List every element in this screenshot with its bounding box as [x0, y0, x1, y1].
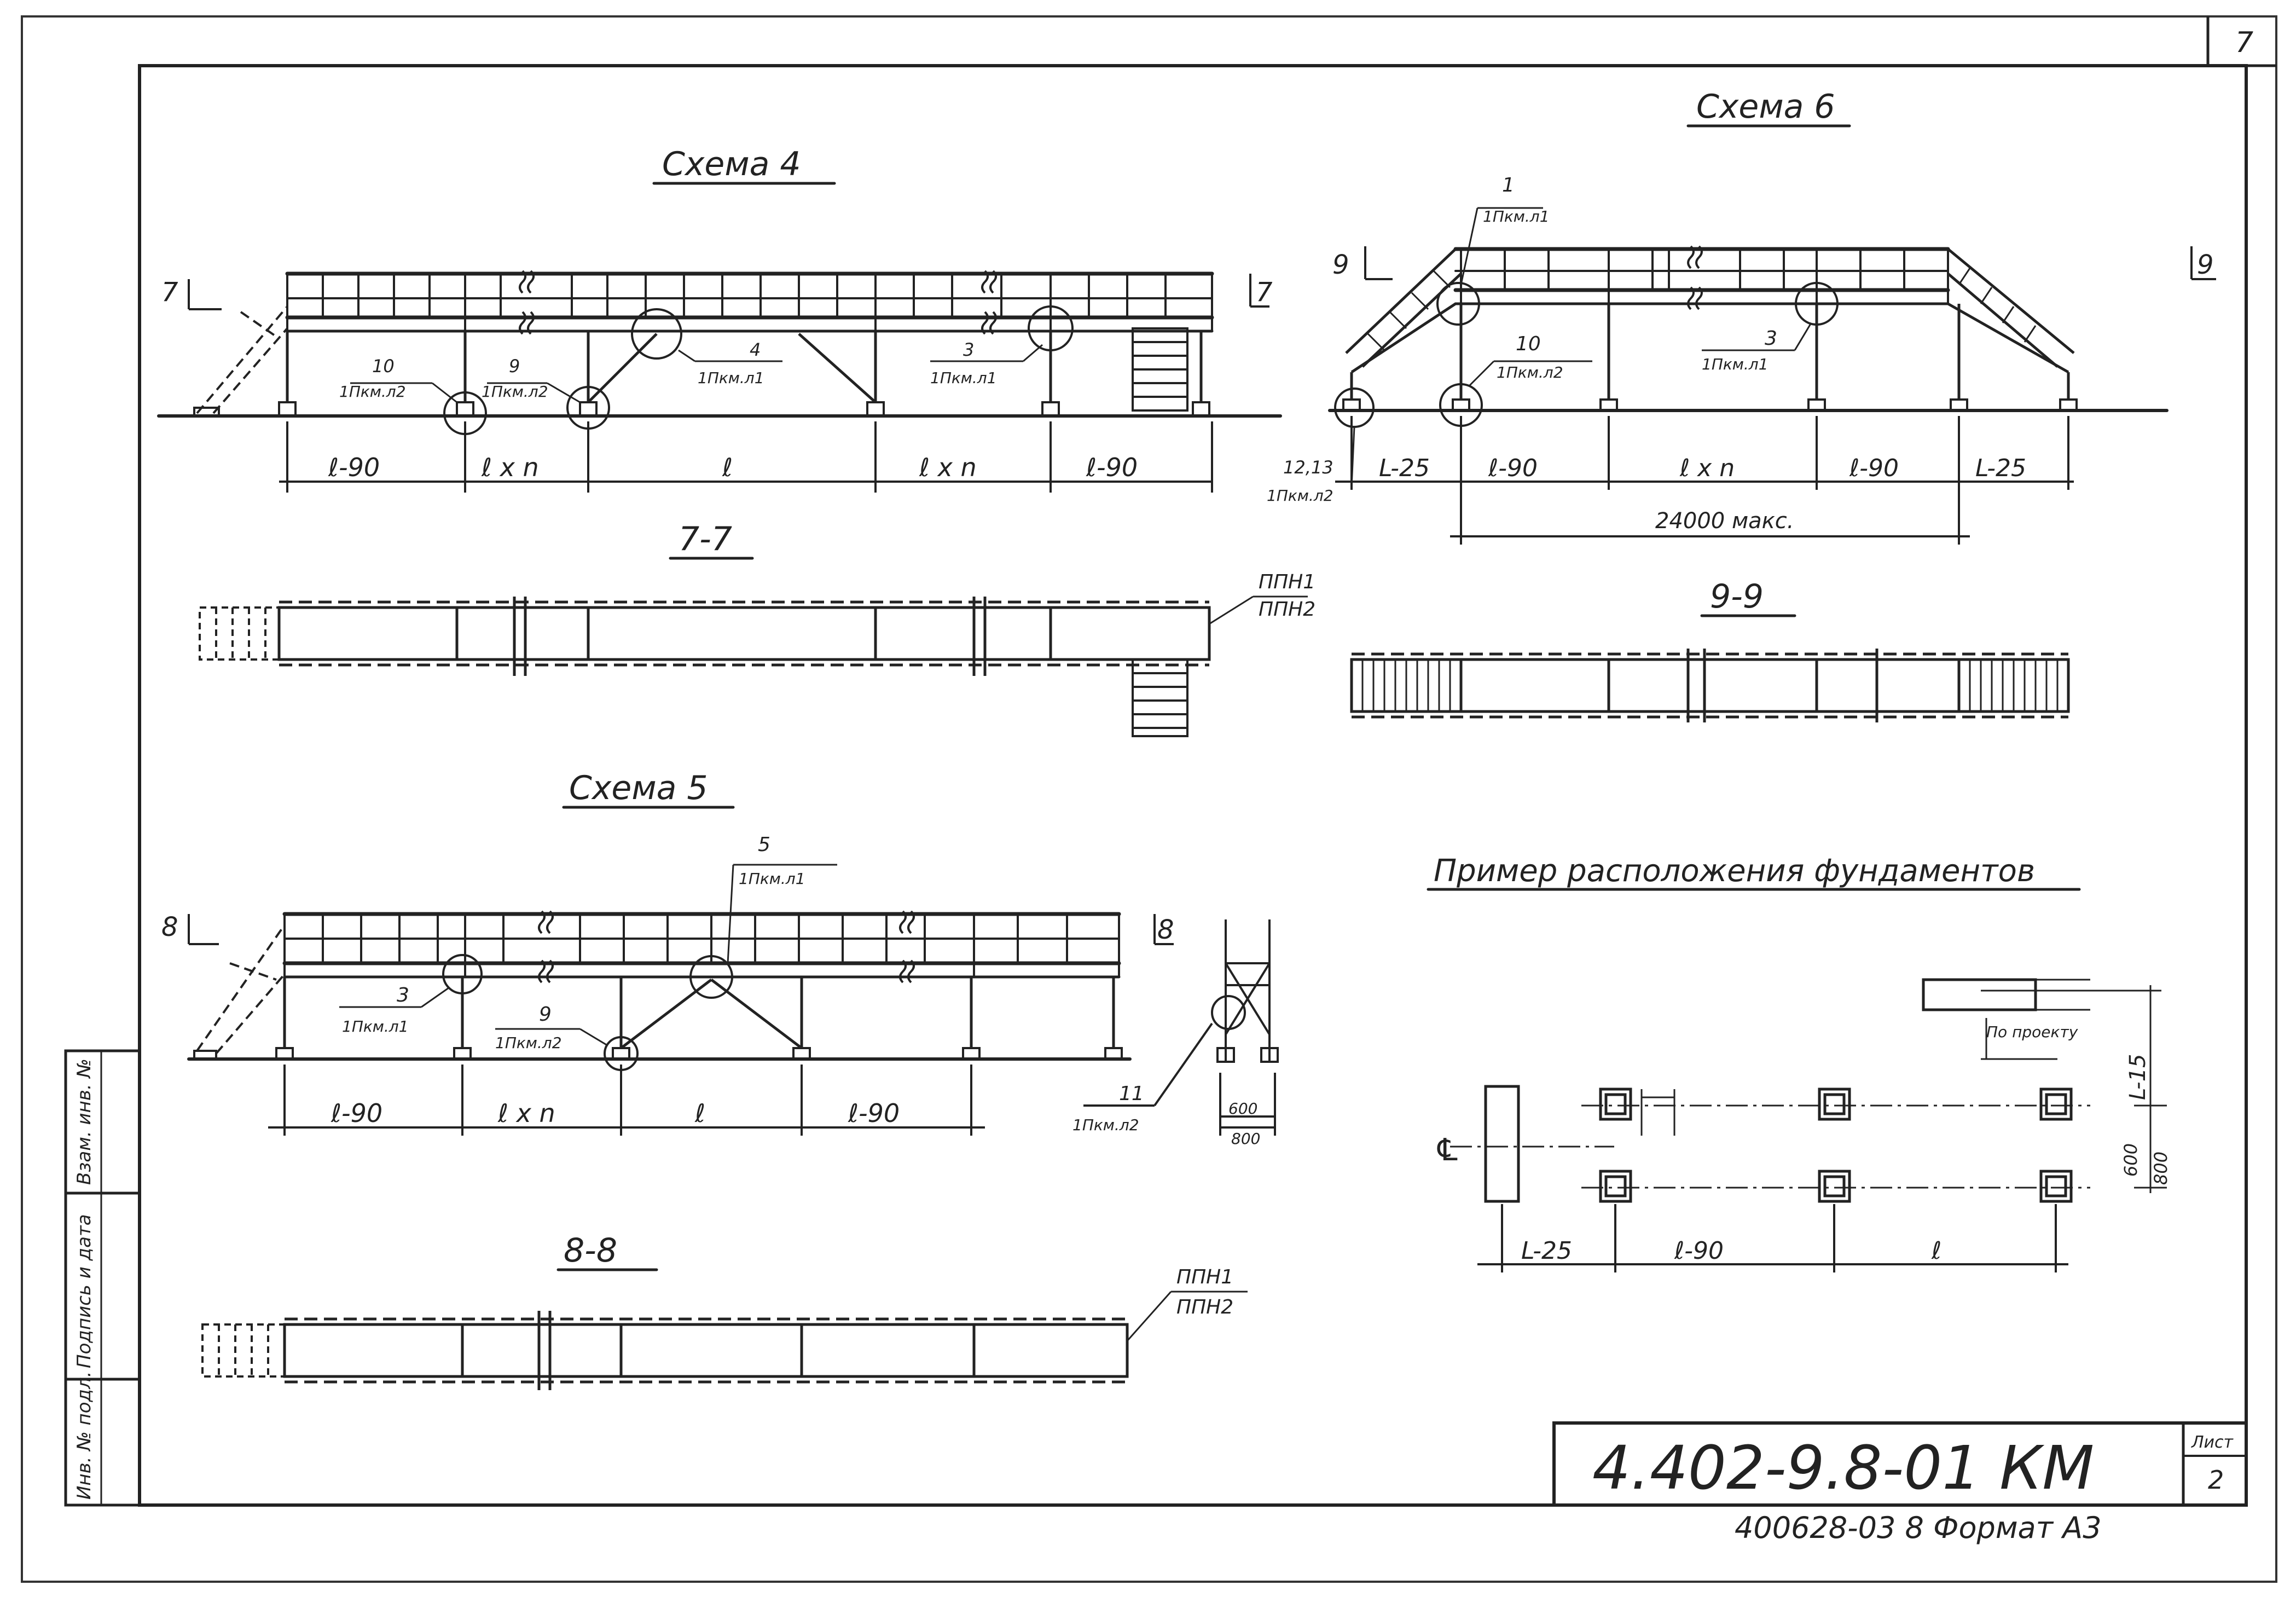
- side-stamp: Инв. № подл. Подпись и дата Взам. инв. №: [64, 1049, 141, 1507]
- scheme-4-mark-10-ref: 1Пкм.л2: [339, 383, 406, 401]
- footer-format: 400628-03 8 Формат A3: [1735, 1511, 2102, 1545]
- page-number: 7: [2235, 26, 2253, 59]
- side-stamp-inv: Инв. № подл.: [73, 1371, 95, 1500]
- scheme-6-mark-1-ref: 1Пкм.л1: [1483, 207, 1550, 225]
- scheme-6-mark-3-ref: 1Пкм.л1: [1702, 355, 1769, 373]
- scheme-6-dim-2: ℓ-90: [1488, 454, 1538, 482]
- scheme-5-mark-9: 9: [539, 1003, 552, 1026]
- section-8-8: 8-8 ППН1 ППН2: [201, 1231, 1248, 1390]
- scheme-4-title: Схема 4: [662, 145, 801, 183]
- scheme-6-mark-3: 3: [1765, 327, 1777, 350]
- section-8-8-title: 8-8: [564, 1231, 617, 1270]
- section-8-8-label-2: ППН2: [1176, 1296, 1233, 1318]
- scheme-4-mark-9: 9: [509, 356, 520, 377]
- sheet-frame: [21, 15, 2277, 1583]
- scheme-4-dim-1: ℓ-90: [328, 453, 380, 482]
- scheme-5-detail-800: 800: [1231, 1130, 1260, 1148]
- scheme-5-mark-5-ref: 1Пкм.л1: [739, 870, 805, 888]
- section-7-7-title: 7-7: [679, 520, 732, 558]
- scheme-4-mark-4-ref: 1Пкм.л1: [698, 369, 764, 387]
- scheme-6-mark-12-13-ref: 1Пкм.л2: [1267, 487, 1333, 505]
- foundations-vdim-600: 600: [2120, 1143, 2141, 1177]
- section-9-9-title: 9-9: [1710, 577, 1764, 616]
- scheme-5-mark-3: 3: [397, 984, 409, 1006]
- sheet-number: 2: [2208, 1465, 2224, 1495]
- scheme-4-mark-9-ref: 1Пкм.л2: [482, 383, 548, 401]
- foundations-vdim-800: 800: [2150, 1152, 2171, 1185]
- foundations-dim-2: ℓ-90: [1674, 1237, 1724, 1265]
- scheme-6-section-left: 9: [1332, 250, 1349, 280]
- foundations-layout: Пример расположения фундаментов: [1427, 853, 2171, 1272]
- section-9-9: 9-9: [1350, 577, 2070, 722]
- scheme-5-mark-11: 11: [1119, 1083, 1144, 1105]
- side-stamp-sign: Подпись и дата: [73, 1214, 95, 1368]
- scheme-4-dim-3: ℓ: [722, 453, 733, 482]
- scheme-4-mark-3-ref: 1Пкм.л1: [930, 369, 997, 387]
- drawing-code: 4.402-9.8-01 КМ: [1592, 1433, 2094, 1503]
- scheme-6-mark-10: 10: [1516, 333, 1541, 355]
- scheme-5-dim-3: ℓ: [694, 1098, 705, 1128]
- scheme-6-section-right: 9: [2197, 250, 2214, 280]
- scheme-6-mark-12-13: 12,13: [1283, 457, 1333, 478]
- foundations-dim-3: ℓ: [1931, 1237, 1941, 1265]
- section-7-7: 7-7 ППН1 ППН2: [199, 520, 1315, 737]
- scheme-6-dim-4: ℓ-90: [1849, 454, 1899, 482]
- foundations-axis-symbol: ℄: [1434, 1132, 1461, 1168]
- scheme-6-mark-10-ref: 1Пкм.л2: [1497, 363, 1563, 381]
- scheme-5: Схема 5: [161, 769, 1279, 1148]
- scheme-5-detail-600: 600: [1228, 1100, 1257, 1118]
- scheme-6-dim-5: L-25: [1975, 454, 2026, 482]
- section-7-7-label-2: ППН2: [1259, 598, 1315, 621]
- foundations-dim-1: L-25: [1521, 1237, 1572, 1265]
- section-7-7-label-1: ППН1: [1259, 571, 1315, 593]
- scheme-6-mark-1: 1: [1502, 174, 1515, 196]
- scheme-4-section-left: 7: [161, 277, 178, 308]
- scheme-4-mark-4: 4: [750, 339, 761, 360]
- foundations-title: Пример расположения фундаментов: [1434, 853, 2035, 889]
- foundations-note: По проекту: [1986, 1023, 2078, 1041]
- scheme-6-overall-dim: 24000 макс.: [1655, 508, 1794, 534]
- scheme-5-title: Схема 5: [569, 769, 708, 807]
- scheme-5-section-left: 8: [161, 912, 178, 942]
- scheme-5-section-right: 8: [1157, 915, 1174, 945]
- scheme-4-mark-10: 10: [372, 356, 395, 377]
- scheme-5-mark-5: 5: [758, 834, 770, 856]
- title-block: [1552, 1421, 2248, 1507]
- scheme-5-mark-3-ref: 1Пкм.л1: [342, 1017, 409, 1035]
- scheme-6-title: Схема 6: [1696, 88, 1835, 126]
- section-8-8-label-1: ППН1: [1176, 1266, 1233, 1288]
- scheme-5-dim-4: ℓ-90: [848, 1098, 900, 1128]
- scheme-4-section-right: 7: [1256, 277, 1273, 308]
- scheme-4-dim-2: ℓ x n: [481, 453, 539, 482]
- scheme-5-mark-11-ref: 1Пкм.л2: [1072, 1116, 1139, 1134]
- scheme-6-dim-1: L-25: [1379, 454, 1430, 482]
- scheme-4-dim-4: ℓ x n: [919, 453, 977, 482]
- side-stamp-replace: Взам. инв. №: [73, 1058, 95, 1185]
- scheme-4-dim-5: ℓ-90: [1086, 453, 1138, 482]
- sheet-label: Лист: [2191, 1433, 2234, 1452]
- scheme-5-dim-1: ℓ-90: [331, 1098, 382, 1128]
- scheme-4-mark-3: 3: [963, 339, 974, 360]
- foundations-vdim-l15: L-15: [2125, 1054, 2150, 1100]
- scheme-5-dim-2: ℓ x n: [497, 1098, 555, 1128]
- scheme-4: Схема 4: [157, 145, 1282, 493]
- scheme-6-dim-3: ℓ x n: [1679, 454, 1735, 482]
- scheme-5-mark-9-ref: 1Пкм.л2: [495, 1034, 562, 1052]
- scheme-6: Схема 6: [1267, 88, 2216, 545]
